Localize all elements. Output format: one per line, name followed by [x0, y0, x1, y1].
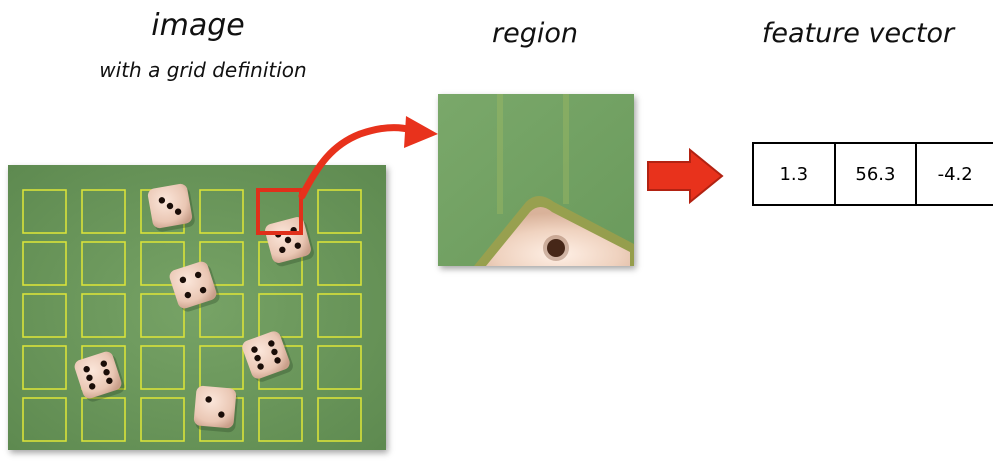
- grid-cell: [22, 241, 67, 286]
- selected-region-highlight: [256, 188, 303, 235]
- die-pip: [86, 374, 93, 381]
- die-face: [242, 331, 290, 379]
- die-pip: [174, 208, 182, 215]
- feature-value-1: 1.3: [752, 142, 836, 206]
- grid-cell: [317, 241, 362, 286]
- grid-cell: [81, 241, 126, 286]
- region-grid-lines: [497, 94, 569, 214]
- die-pip: [254, 354, 261, 362]
- image-title: image: [151, 8, 245, 43]
- grid-cell: [22, 397, 67, 442]
- region-pip: [547, 239, 565, 257]
- feature-value-2: 56.3: [833, 142, 918, 206]
- grid-cell: [317, 293, 362, 338]
- grid-cell: [81, 293, 126, 338]
- grid-cell: [258, 397, 303, 442]
- die-pip: [218, 411, 225, 418]
- block-arrow-icon: [647, 147, 724, 205]
- dice-board-image: [8, 165, 386, 450]
- die-pip: [284, 236, 292, 244]
- curved-arrow-icon: [298, 116, 438, 200]
- die-pip: [89, 383, 96, 390]
- die-pip: [184, 291, 192, 299]
- grid-cell: [199, 293, 244, 338]
- grid-overlay: [22, 189, 362, 442]
- feature-vector-table: 1.3 56.3 -4.2: [752, 142, 993, 206]
- die-pip: [194, 271, 202, 279]
- region-die-face: [486, 207, 630, 266]
- grid-cell: [140, 397, 185, 442]
- grid-cell: [317, 345, 362, 390]
- die-pip: [166, 202, 174, 210]
- die-pip: [199, 286, 207, 294]
- die: [74, 351, 125, 402]
- grid-cell: [317, 189, 362, 234]
- die-pip: [268, 340, 275, 347]
- grid-cell: [81, 189, 126, 234]
- feature-vector-row: 1.3 56.3 -4.2: [752, 142, 993, 206]
- die-pip: [106, 377, 113, 384]
- die-pip: [205, 396, 212, 403]
- die: [193, 385, 238, 433]
- die-pip: [103, 369, 110, 376]
- die-pip: [100, 360, 107, 367]
- grid-cell: [140, 345, 185, 390]
- grid-cell: [22, 345, 67, 390]
- die: [242, 331, 293, 382]
- die-face: [169, 261, 217, 309]
- grid-cell: [22, 189, 67, 234]
- region-pip-halo: [543, 235, 569, 261]
- die-pip: [294, 242, 301, 249]
- grid-cell: [81, 397, 126, 442]
- die-face: [193, 385, 237, 429]
- image-subtitle: with a grid definition: [99, 58, 307, 82]
- die-pip: [271, 348, 278, 356]
- die-pip: [158, 197, 166, 204]
- grid-cell: [140, 293, 185, 338]
- grid-cell: [199, 189, 244, 234]
- grid-cell: [140, 241, 185, 286]
- grid-cell: [317, 397, 362, 442]
- die-pip: [179, 276, 187, 284]
- die-pip: [251, 346, 258, 353]
- die-pip: [83, 366, 90, 373]
- die-pip: [279, 246, 286, 253]
- die-pip: [257, 363, 264, 370]
- grid-cell: [22, 293, 67, 338]
- zoomed-region-image: [438, 94, 634, 266]
- feature-value-3: -4.2: [915, 142, 993, 206]
- die-face: [74, 351, 122, 399]
- feature-vector-title: feature vector: [761, 18, 955, 49]
- die-pip: [274, 357, 281, 364]
- region-title: region: [492, 18, 578, 49]
- die: [147, 183, 195, 232]
- die: [169, 261, 220, 312]
